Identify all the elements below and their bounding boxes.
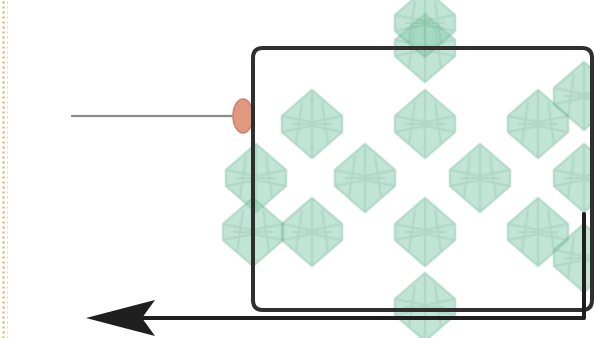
crystal-icon	[281, 197, 343, 267]
crystal-icon	[394, 197, 456, 267]
crystal-icon	[449, 143, 511, 213]
crystal-icon	[394, 272, 456, 338]
crystal-icon	[334, 143, 396, 213]
left-arrow-icon	[86, 300, 155, 336]
crystal-icon	[553, 143, 594, 213]
crystal-lattice	[222, 0, 594, 338]
entry-node	[232, 98, 254, 134]
crystal-icon	[281, 89, 343, 159]
closed-loop-path	[251, 46, 594, 312]
return-line	[138, 212, 586, 320]
crystal-icon	[394, 89, 456, 159]
decorative-dotted-border	[0, 0, 8, 338]
